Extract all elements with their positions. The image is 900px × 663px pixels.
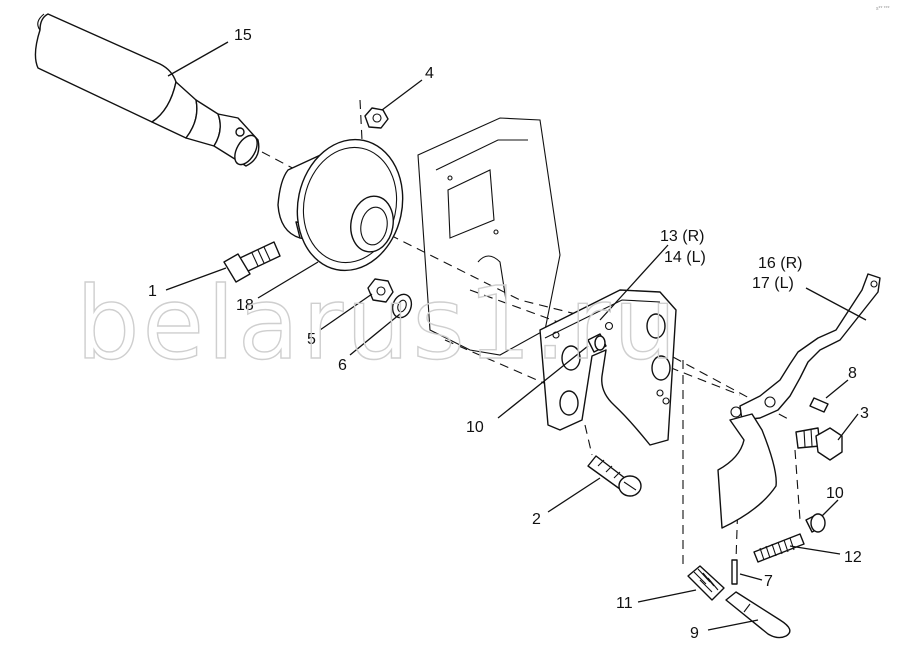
- label-part-6: 6: [338, 357, 347, 374]
- label-part-16: 16 (R): [758, 255, 802, 272]
- label-part-5: 5: [307, 331, 316, 348]
- label-part-10-upper: 10: [466, 419, 484, 436]
- label-part-12: 12: [844, 549, 862, 566]
- nut-part-5: [367, 278, 394, 303]
- label-part-3: 3: [860, 405, 869, 422]
- flanged-hub-part: [277, 138, 404, 272]
- label-part-17: 17 (L): [752, 275, 794, 292]
- bracket-plate-part: [539, 289, 677, 446]
- watermark-text: belarus1.ru: [76, 265, 680, 382]
- label-part-18: 18: [236, 297, 254, 314]
- label-part-2: 2: [532, 511, 541, 528]
- washer-part-6: [391, 293, 413, 319]
- pin-part-8: [809, 397, 829, 413]
- label-part-14: 14 (L): [664, 249, 706, 266]
- label-part-4: 4: [425, 65, 434, 82]
- label-part-8: 8: [848, 365, 857, 382]
- label-part-9: 9: [690, 625, 699, 642]
- pin-part-9: [725, 591, 791, 639]
- lever-part: [717, 273, 881, 529]
- bolt-part-3: [795, 427, 843, 461]
- label-part-15: 15: [234, 27, 252, 44]
- handle-shaft-part: [34, 13, 260, 167]
- label-part-10-lower: 10: [826, 485, 844, 502]
- label-part-11: 11: [616, 595, 633, 612]
- roll-pin-part-7: [731, 559, 738, 585]
- label-part-13: 13 (R): [660, 228, 704, 245]
- leader-lines: [165, 41, 867, 631]
- pin-part-10-lower: [805, 513, 826, 533]
- label-part-1: 1: [148, 283, 157, 300]
- screw-part-2: [587, 455, 642, 497]
- image-code: s** ***: [876, 6, 890, 12]
- callout-labels: 15 4 1 18 5 6 13 (R) 14 (L) 10 2 16 (R) …: [148, 27, 869, 642]
- nut-part-4: [364, 107, 389, 129]
- bolt-part-1: [223, 241, 281, 283]
- spring-part-11: [687, 565, 725, 601]
- spring-part-12: [753, 533, 805, 563]
- pin-part-10-upper: [587, 333, 607, 353]
- label-part-7: 7: [764, 573, 773, 590]
